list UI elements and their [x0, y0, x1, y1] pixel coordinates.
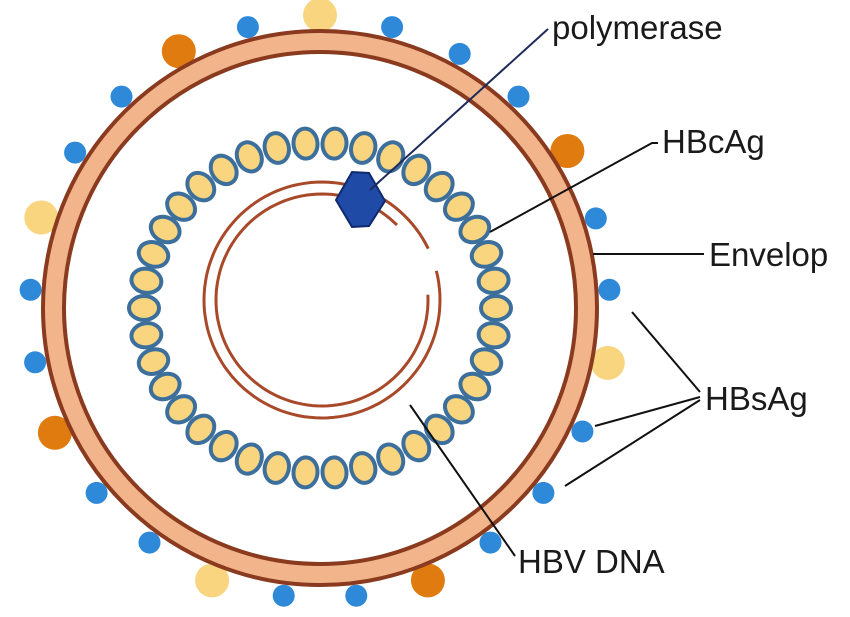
hbsag-particle-blue [110, 85, 133, 108]
hbcag-bead [185, 413, 217, 446]
viral-envelope [41, 29, 599, 587]
hbsag-particle-orange [37, 415, 72, 450]
hbcag-bead [423, 170, 455, 203]
hbsag-particle-blue [479, 531, 502, 554]
hbcag-bead [136, 240, 171, 269]
hbcag-bead [262, 451, 292, 485]
hbcag-bead [458, 214, 492, 245]
hbsag-particle-orange [161, 34, 196, 69]
hbsag-particle-orange [550, 134, 585, 168]
hbcag-bead [476, 321, 511, 350]
hbsag-particle-blue [448, 42, 471, 65]
hbcag-bead [348, 131, 378, 165]
label-hbcag: HBcAg [662, 123, 765, 160]
hbcag-bead [129, 321, 164, 350]
hbv-dna-strands [202, 180, 442, 420]
hbcag-bead [469, 347, 504, 376]
hbcag-bead [291, 455, 320, 490]
hbsag-particle-blue [507, 85, 530, 108]
polymerase-leader-line [369, 28, 549, 191]
hbcag-bead [208, 429, 239, 463]
hbsag-particle-yellow [590, 345, 625, 380]
hbcag-bead [348, 451, 378, 485]
hbcag-bead [476, 266, 511, 295]
hbsag-particle-blue [272, 584, 295, 607]
hbsag-particle-blue [236, 16, 259, 39]
hbsag-particle-yellow [195, 563, 230, 598]
hbsag-particle-orange [410, 563, 445, 598]
hbcag-bead [208, 153, 239, 187]
hbcag-bead [469, 240, 504, 269]
hbsag-particle-yellow [303, 0, 337, 32]
hbcag-bead [458, 371, 492, 402]
hbcag-bead [136, 347, 171, 376]
hbcag-bead [401, 429, 432, 463]
hbcag-bead [234, 140, 264, 174]
polymerase-hexagon [334, 170, 387, 229]
label-hbv-dna: HBV DNA [518, 543, 665, 580]
hbv-dna-leader-line [409, 404, 516, 557]
label-envelop: Envelop [709, 236, 828, 273]
hbcag-bead [401, 153, 432, 187]
hbsag-particle-blue [345, 584, 368, 607]
hbsag-particle-yellow [24, 200, 59, 235]
hbsag-particle-blue [571, 420, 594, 443]
hbcag-bead [148, 214, 182, 245]
hbsag-particle-blue [532, 481, 555, 504]
hbcag-bead [376, 442, 406, 476]
hbsag-particle-blue [138, 531, 161, 554]
hbcag-bead [165, 191, 198, 222]
hbcag-bead [479, 294, 513, 322]
hbsag-particle-blue [584, 207, 607, 230]
hbsag-leader-blue [594, 396, 701, 427]
hbsag-leader-orange [564, 399, 701, 487]
hbcag-bead [320, 455, 349, 490]
hbsag-surface-particles [19, 0, 625, 607]
hbcag-bead [442, 191, 475, 222]
label-polymerase: polymerase [552, 9, 723, 46]
leader-lines [369, 28, 704, 557]
hbcag-bead [127, 294, 161, 322]
hbcag-bead [262, 131, 292, 165]
hbsag-particle-blue [85, 481, 108, 504]
hbcag-capsid-ring [127, 126, 513, 490]
hbsag-leader-yellow [631, 311, 701, 393]
hbcag-bead [148, 371, 182, 402]
hbcag-bead [320, 126, 349, 161]
dna-strand-outer [202, 180, 442, 420]
hbcag-bead [234, 442, 264, 476]
label-hbsag: HBsAg [705, 380, 808, 417]
hbcag-bead [165, 394, 198, 425]
hbsag-particle-blue [381, 16, 404, 39]
hbcag-bead [291, 126, 320, 161]
hbcag-leader-line [489, 142, 658, 233]
dna-strand-inner [214, 192, 430, 408]
hbcag-bead [442, 394, 475, 425]
hbsag-particle-blue [24, 351, 47, 374]
hbsag-particle-blue [19, 278, 42, 301]
hbcag-bead [185, 170, 217, 203]
hbsag-particle-blue [598, 278, 621, 301]
hbsag-particle-blue [64, 141, 87, 164]
hbcag-bead [129, 266, 164, 295]
